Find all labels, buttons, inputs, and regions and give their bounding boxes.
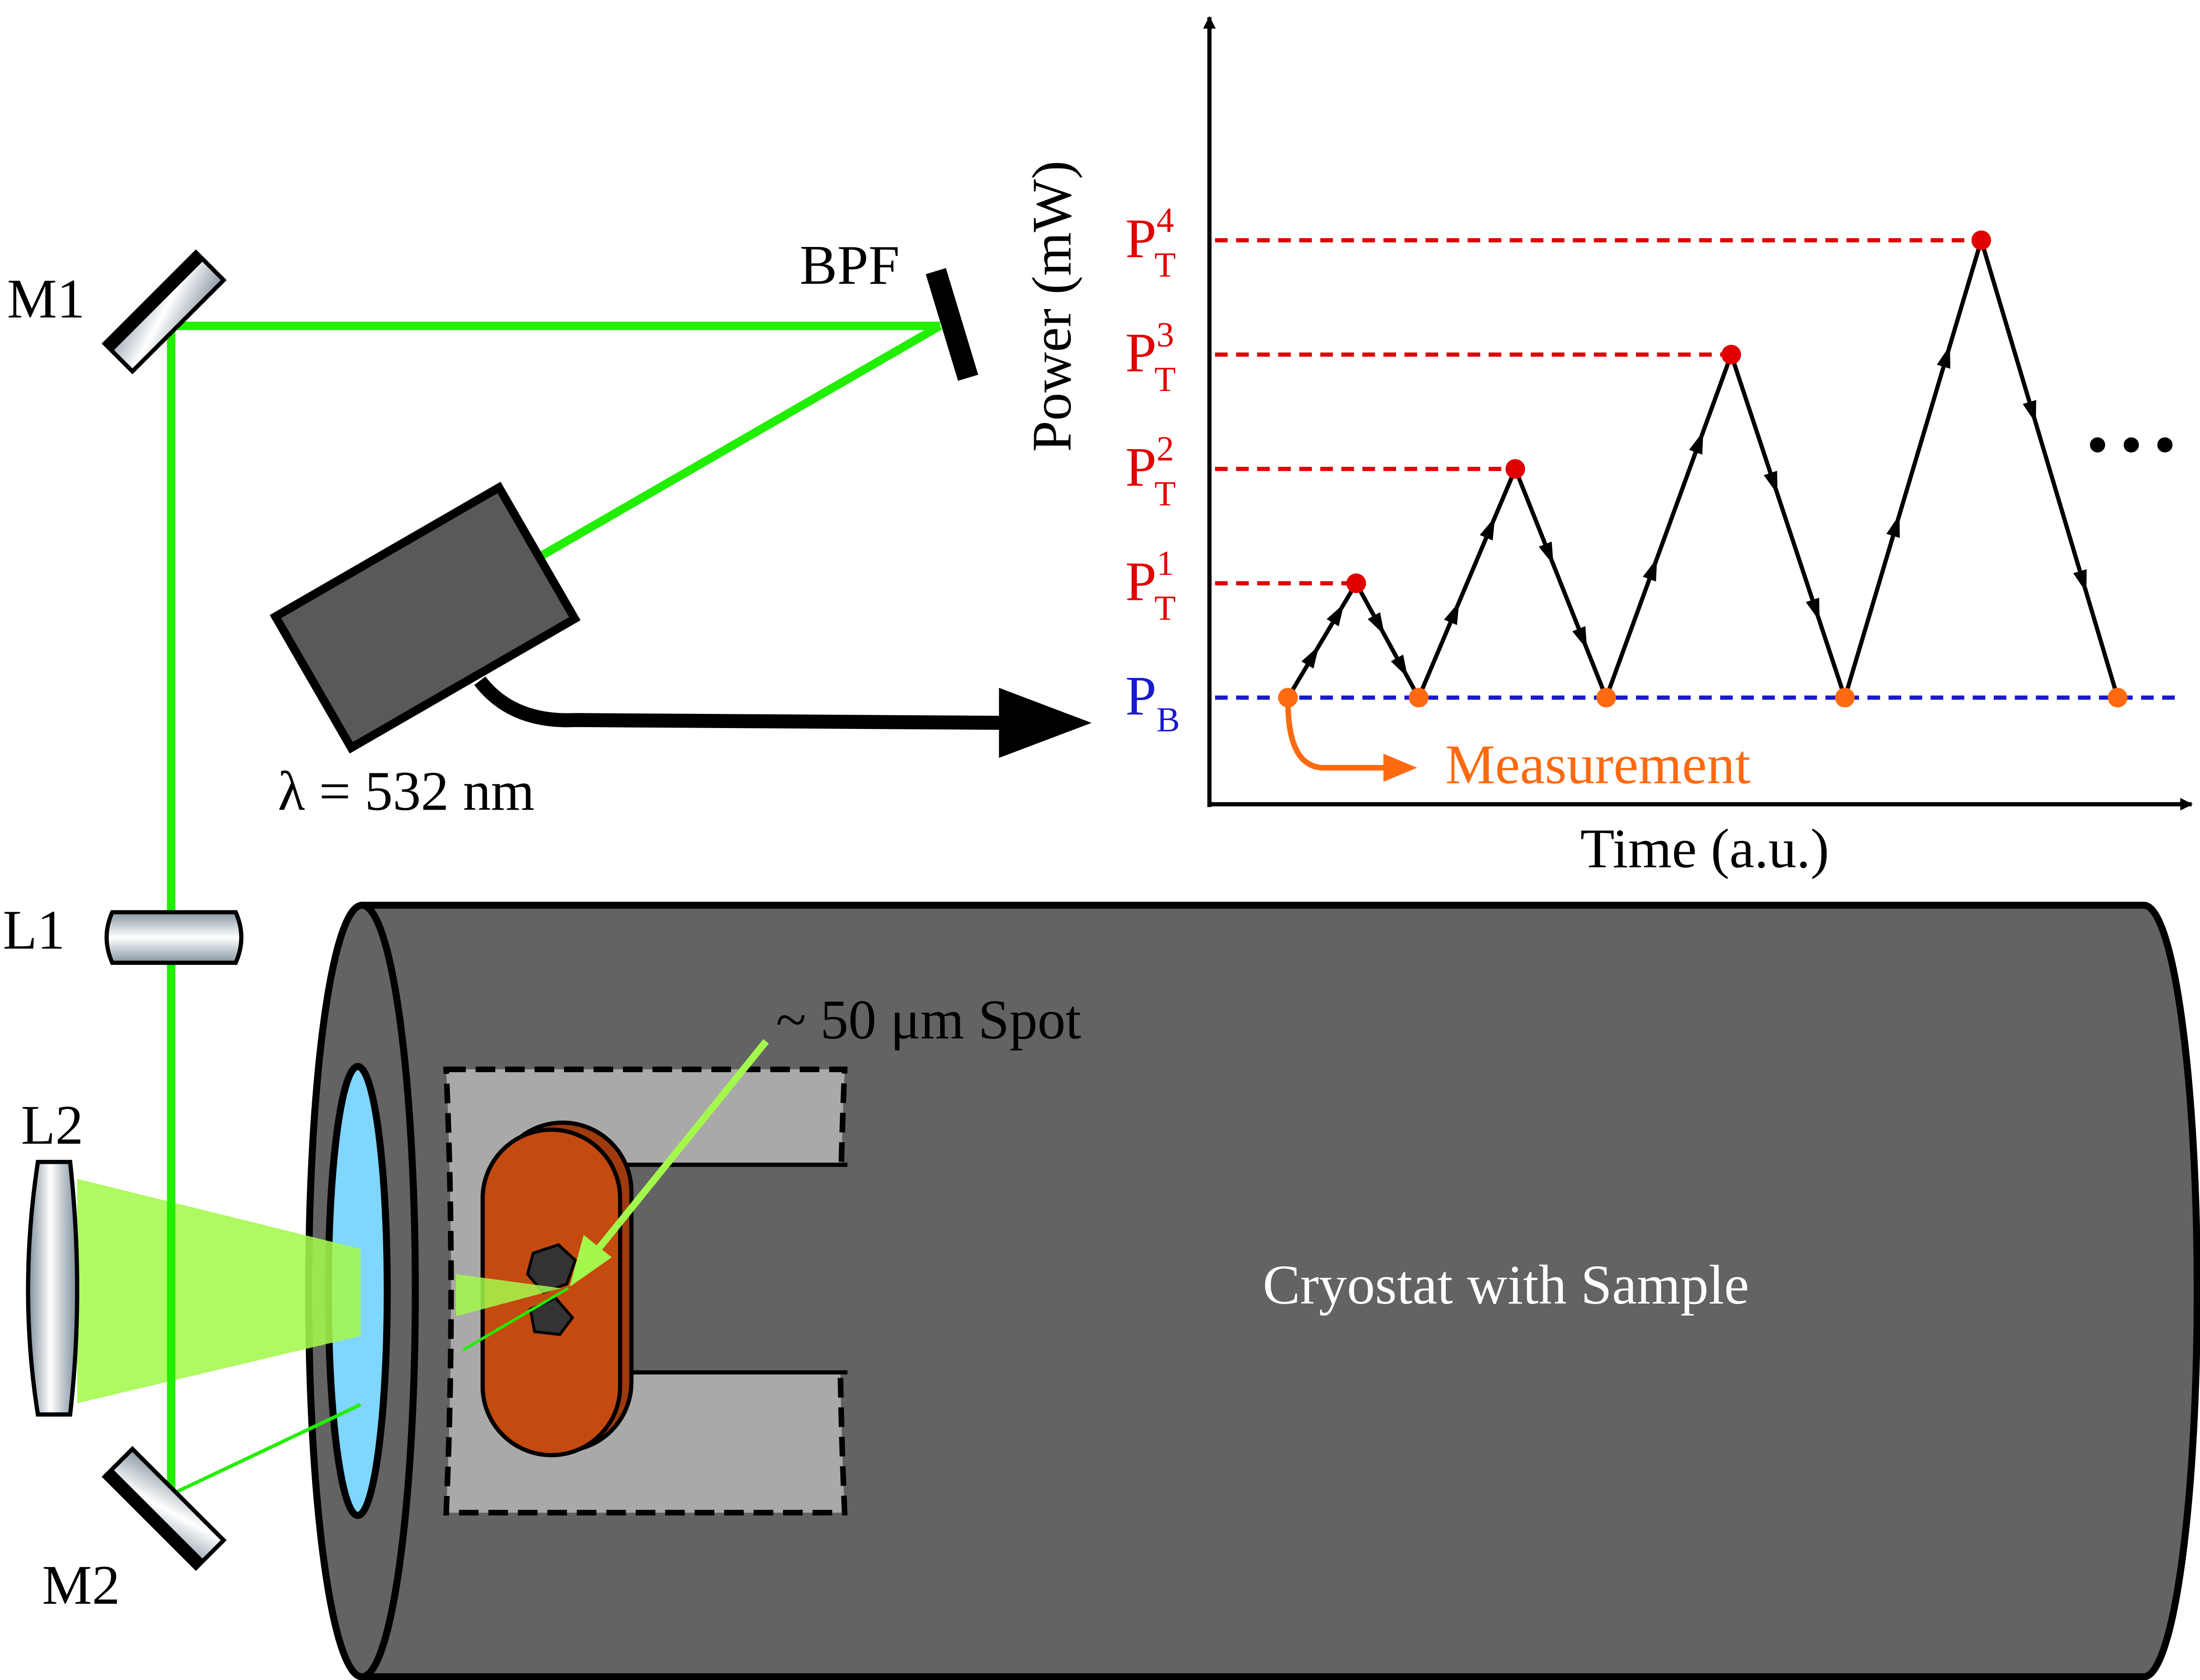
label-sub: T: [1154, 360, 1176, 399]
measurement-arrow: [1285, 701, 1417, 782]
measurement-label: Measurement: [1445, 733, 1751, 795]
x-axis-label: Time (a.u.): [1580, 818, 1829, 880]
spot-label: ~ 50 μm Spot: [776, 989, 1081, 1051]
label-sup: 1: [1157, 544, 1174, 583]
profile-segment: [1729, 354, 1847, 698]
direction-arrow: [1479, 517, 1495, 540]
direction-arrow: [1806, 597, 1820, 621]
measurement-point: [1409, 688, 1429, 708]
sample-holder: [443, 1066, 848, 1516]
m2-label: M2: [42, 1554, 120, 1616]
profile-segment: [1416, 468, 1518, 699]
direction-arrow: [1572, 626, 1587, 650]
baseline-label: PB: [1125, 665, 1180, 739]
direction-arrow: [1444, 601, 1459, 625]
direction-arrow: [1538, 541, 1554, 565]
lens-l1: [104, 910, 243, 965]
bandpass-filter: [925, 268, 978, 381]
direction-arrow: [1764, 470, 1778, 494]
measurement-point: [2108, 688, 2128, 708]
threshold-point: [1346, 573, 1366, 593]
laser-source: [270, 482, 581, 754]
expanded-beam: [77, 1179, 361, 1403]
profile-segment: [1843, 239, 1984, 698]
cryostat-front-rim: [361, 901, 419, 1680]
profile-segment: [1604, 354, 1733, 698]
label-sub: B: [1157, 701, 1180, 739]
direction-arrow: [1937, 345, 1950, 369]
label-sup: 2: [1157, 430, 1174, 469]
mirror-m1: [102, 249, 227, 375]
sample-crystal: [529, 1296, 574, 1336]
measurement-point: [1596, 688, 1616, 708]
label-sup: 4: [1157, 201, 1174, 240]
sample-crystal: [526, 1243, 577, 1294]
label-sub: T: [1154, 475, 1176, 513]
label-main: P: [1125, 436, 1156, 498]
label-sub: T: [1154, 589, 1176, 628]
spot-arrow: [569, 1039, 769, 1287]
signal-arrow: [474, 676, 1092, 758]
direction-arrow: [2023, 400, 2036, 424]
direction-arrow: [1368, 612, 1385, 635]
direction-arrow: [2073, 569, 2087, 593]
profile-segment: [1513, 468, 1608, 699]
direction-arrow: [1301, 646, 1319, 669]
mirror-m2: [102, 1446, 227, 1571]
cryostat-label: Cryostat with Sample: [1263, 1254, 1749, 1316]
bpf-label: BPF: [800, 234, 899, 296]
wavelength-label: λ = 532 nm: [278, 760, 534, 822]
label-main: P: [1125, 208, 1156, 270]
l2-label: L2: [21, 1094, 83, 1156]
label-sub: T: [1154, 246, 1176, 285]
y-axis-label: Power (mW): [1021, 161, 1083, 452]
profile-segment: [1979, 239, 2120, 698]
direction-arrow: [1643, 558, 1657, 582]
direction-arrow: [1886, 514, 1900, 538]
focused-beam: [456, 1274, 561, 1316]
label-main: P: [1125, 322, 1156, 384]
power-profile: [1286, 239, 2120, 699]
laser-beams: [77, 321, 942, 1496]
threshold-point: [1505, 459, 1525, 479]
reference-lines: [1215, 238, 2175, 700]
l1-label: L1: [3, 899, 65, 961]
chart-axes: [1203, 16, 2193, 811]
direction-arrow: [1326, 603, 1345, 627]
continuation-dots: • • •: [2088, 414, 2175, 476]
profile-segment: [1354, 582, 1421, 699]
profile-segment: [1286, 582, 1358, 699]
lens-l2: [26, 1159, 79, 1417]
label-sup: 3: [1157, 316, 1174, 354]
m1-label: M1: [7, 268, 85, 330]
label-main: P: [1125, 665, 1156, 727]
label-main: P: [1125, 550, 1156, 612]
direction-arrow: [1391, 654, 1408, 678]
measurement-point: [1835, 688, 1855, 708]
threshold-point: [1721, 345, 1741, 364]
measurement-point: [1278, 688, 1298, 708]
profile-points: [1278, 230, 2128, 708]
holder-slot: [617, 1164, 847, 1373]
threshold-point: [1971, 230, 1991, 251]
direction-arrow: [1689, 431, 1704, 455]
